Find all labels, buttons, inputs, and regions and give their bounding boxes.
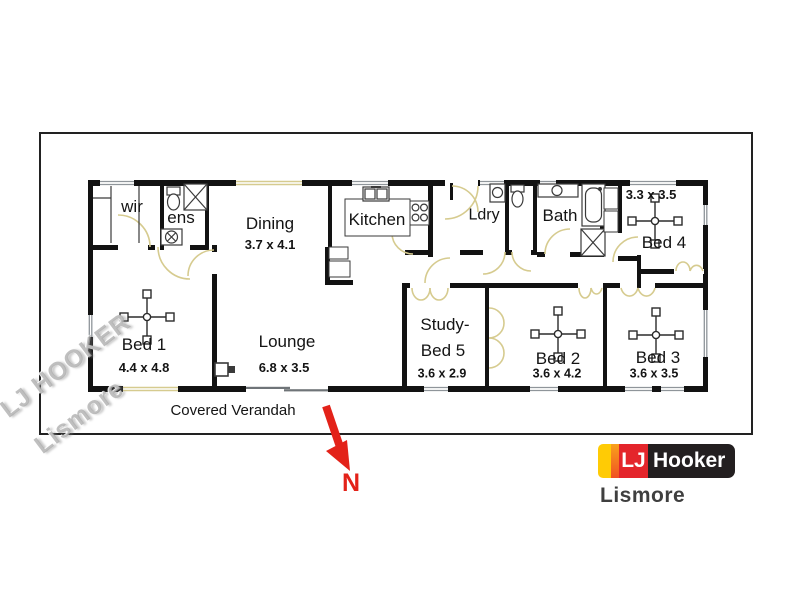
room-label-study-line2: Bed 5 bbox=[420, 341, 466, 361]
room-label-study-line1: Study- bbox=[420, 315, 470, 335]
logo-yellow-stripe bbox=[598, 444, 611, 478]
room-label-bed1: Bed 1 bbox=[121, 335, 167, 355]
door-swing bbox=[187, 249, 215, 277]
window bbox=[630, 180, 676, 186]
robe-door bbox=[429, 287, 449, 301]
door-swing bbox=[511, 251, 532, 272]
door-swing bbox=[444, 185, 479, 220]
door-swing bbox=[451, 185, 479, 213]
robe-door bbox=[411, 287, 431, 301]
door-swing bbox=[612, 236, 639, 263]
north-arrow-icon bbox=[322, 404, 350, 471]
room-dims-bed4: 3.3 x 3.5 bbox=[625, 187, 677, 203]
door-arcs-layer bbox=[117, 185, 704, 369]
room-label-bath: Bath bbox=[542, 206, 578, 226]
robe-door bbox=[488, 337, 505, 369]
door-swing bbox=[424, 257, 451, 284]
room-label-bed4: Bed 4 bbox=[641, 233, 687, 253]
room-dims-bed3: 3.6 x 3.5 bbox=[629, 366, 679, 381]
door-swing bbox=[117, 214, 151, 248]
exhaust-fan-icon bbox=[160, 228, 183, 246]
window bbox=[352, 180, 388, 186]
window-tan bbox=[236, 180, 302, 186]
shower-icon bbox=[580, 228, 606, 257]
room-dims-bed1: 4.4 x 4.8 bbox=[118, 360, 170, 376]
laundry-tub-icon bbox=[489, 183, 506, 203]
room-dims-bed2: 3.6 x 4.2 bbox=[532, 366, 582, 381]
shower-icon bbox=[183, 183, 208, 211]
room-label-kitchen: Kitchen bbox=[348, 210, 406, 230]
fixtures-layer bbox=[93, 183, 619, 377]
logo-hooker-box: Hooker bbox=[648, 444, 736, 478]
room-dims-study: 3.6 x 2.9 bbox=[417, 366, 467, 381]
room-label-bed2: Bed 2 bbox=[535, 349, 581, 369]
bathtub-icon bbox=[581, 183, 606, 227]
window-right bbox=[703, 310, 708, 357]
door-swing bbox=[482, 251, 506, 275]
window-bottom bbox=[530, 386, 558, 392]
robe-door bbox=[675, 261, 691, 272]
room-dims-lounge: 6.8 x 3.5 bbox=[258, 360, 310, 376]
window-right bbox=[703, 205, 708, 225]
robe-door bbox=[590, 287, 603, 295]
robe-door bbox=[578, 287, 592, 299]
room-label-bed3: Bed 3 bbox=[635, 348, 681, 368]
window-bottom bbox=[625, 386, 652, 392]
door-swing bbox=[157, 246, 191, 280]
robe-door bbox=[620, 287, 639, 297]
door-swing bbox=[544, 228, 571, 255]
window-bottom bbox=[424, 386, 448, 392]
vanity-icon bbox=[537, 183, 579, 198]
room-dims-dining: 3.7 x 4.1 bbox=[244, 237, 296, 253]
logo-lj-square: LJ bbox=[619, 444, 648, 478]
north-label: N bbox=[341, 468, 361, 497]
room-label-lounge: Lounge bbox=[258, 332, 316, 352]
kitchen-bench bbox=[344, 198, 411, 237]
linen-cupboard-icon bbox=[603, 187, 619, 233]
stove-icon bbox=[409, 200, 430, 226]
logo-orange-stripe bbox=[611, 444, 619, 478]
logo-office-name: Lismore bbox=[600, 484, 686, 507]
window bbox=[100, 180, 134, 186]
sliding-door bbox=[246, 386, 328, 392]
window-tan-bottom bbox=[123, 386, 178, 392]
window-bottom bbox=[661, 386, 684, 392]
wall-heater-icon bbox=[214, 362, 235, 377]
kitchen-sink-icon bbox=[362, 186, 390, 202]
room-label-ens: ens bbox=[167, 208, 195, 228]
room-label-wir: wir bbox=[121, 197, 143, 217]
pantry-icon bbox=[328, 246, 351, 278]
robe-door bbox=[689, 264, 704, 272]
robe-door bbox=[637, 287, 656, 297]
robe-door bbox=[488, 307, 505, 339]
room-label-laundry: Ldry bbox=[468, 206, 500, 224]
toilet-icon bbox=[510, 184, 525, 208]
verandah-label: Covered Verandah bbox=[170, 402, 296, 420]
toilet-icon bbox=[166, 186, 181, 211]
room-label-dining: Dining bbox=[245, 214, 295, 234]
windows-layer bbox=[88, 180, 708, 392]
window-left bbox=[88, 315, 93, 337]
lj-hooker-logo: LJ Hooker bbox=[598, 444, 736, 478]
wardrobe-shelves-icon bbox=[93, 186, 140, 243]
